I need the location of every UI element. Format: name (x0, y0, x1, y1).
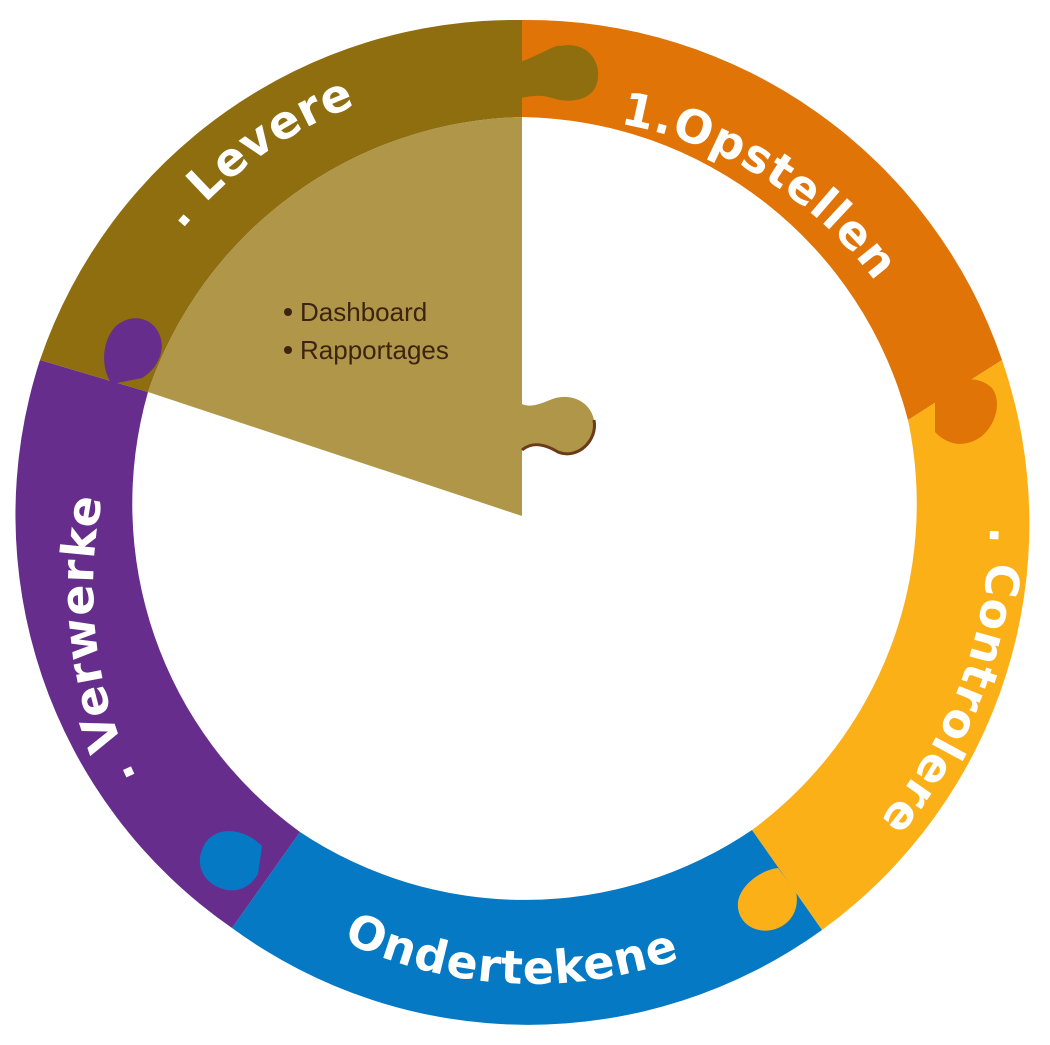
knob-ondertekenen-into-verwerken (199, 831, 262, 891)
wedge-bullet-list: Dashboard Rapportages (284, 297, 449, 365)
bullet-item-dashboard: Dashboard (300, 297, 427, 327)
segment-opstellen (522, 19, 1002, 421)
segment-controleren (752, 360, 1030, 930)
bullet-dot-dashboard (284, 308, 292, 316)
segment-ondertekenen (232, 830, 822, 1025)
bullet-dot-rapportages (284, 346, 292, 354)
knob-verwerken-into-leveren (104, 318, 162, 384)
inner-wedge (148, 117, 595, 516)
knob-opstellen-into-controleren (935, 379, 997, 444)
inner-wedge-knob-shadow (521, 419, 596, 456)
segment-verwerken (15, 360, 300, 928)
knob-controleren-into-ondertekenen (737, 868, 797, 931)
segment-leveren (40, 19, 522, 393)
knob-leveren-into-opstellen (520, 45, 599, 101)
bullet-item-rapportages: Rapportages (300, 335, 449, 365)
